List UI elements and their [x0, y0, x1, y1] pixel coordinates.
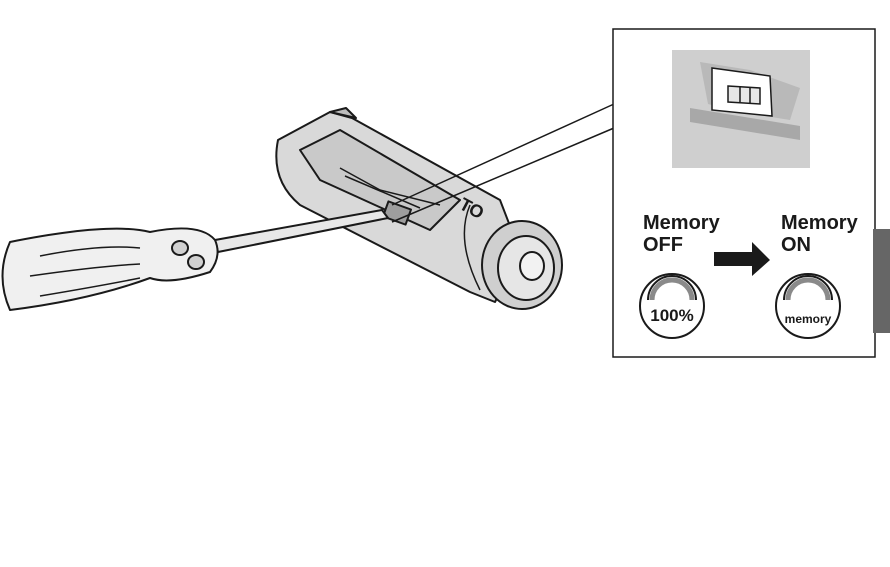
memory-off-line1: Memory [643, 212, 720, 234]
screwdriver-icon [1, 209, 389, 311]
memory-on-line1: Memory [781, 212, 858, 234]
memory-off-line2: OFF [643, 234, 683, 256]
side-tab [873, 229, 890, 333]
memory-on-line2: ON [781, 234, 811, 256]
gauge-on-value: memory [784, 312, 832, 326]
callout-lines [391, 103, 615, 223]
gauge-off-icon [639, 273, 705, 339]
gauge-on-icon [775, 273, 841, 339]
switch-closeup [672, 50, 810, 168]
flashlight-icon [275, 107, 563, 310]
arrow-right-icon [714, 242, 770, 276]
gauge-off-value: 100% [650, 306, 694, 325]
